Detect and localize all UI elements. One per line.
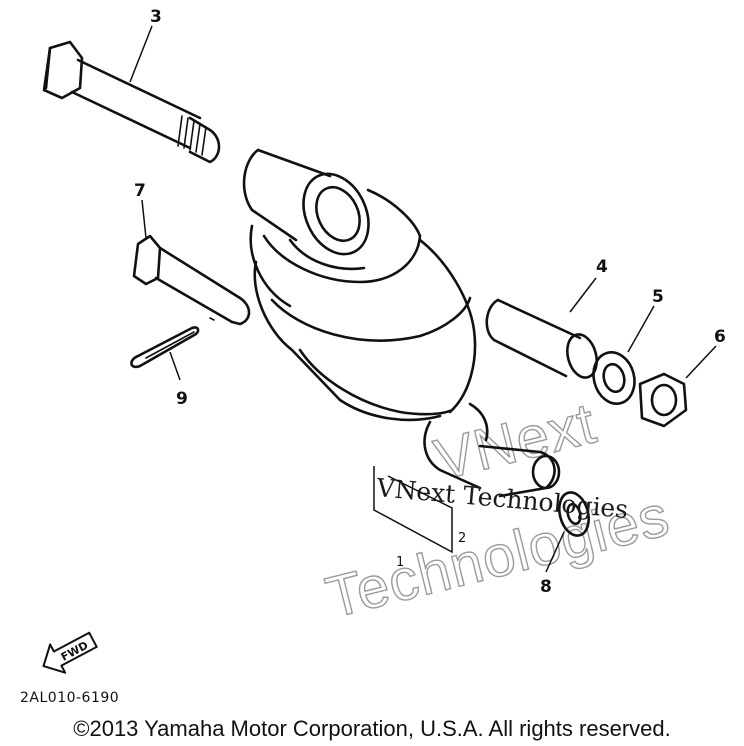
callout-7: 7 <box>134 181 146 201</box>
part-9-cotter-pin <box>130 326 200 369</box>
callout-6: 6 <box>714 327 726 347</box>
callout-1: 1 <box>396 555 404 570</box>
part-7-pin <box>132 234 251 326</box>
callout-3: 3 <box>150 7 162 27</box>
part-6-nut <box>638 372 688 428</box>
copyright-notice: ©2013 Yamaha Motor Corporation, U.S.A. A… <box>73 716 671 741</box>
callout-5: 5 <box>652 287 664 307</box>
watermark-text: VNext Technologies <box>374 473 629 524</box>
part-8-washer <box>558 491 590 537</box>
fwd-label: FWD <box>59 639 91 664</box>
shock-absorber-body <box>242 148 561 554</box>
callout-2: 2 <box>458 531 466 546</box>
leader-lines <box>129 25 717 573</box>
callout-8: 8 <box>540 577 552 597</box>
callout-9: 9 <box>176 389 188 409</box>
diagram-part-code: 2AL010-6190 <box>20 690 119 706</box>
part-5-washer <box>592 351 636 405</box>
part-3-bolt <box>42 40 221 164</box>
callout-4: 4 <box>596 257 608 277</box>
part-4-collar <box>485 298 598 379</box>
fwd-arrow-icon: FWD <box>42 631 98 674</box>
callout-numbers: 3 7 9 4 5 6 8 1 2 <box>134 7 726 597</box>
